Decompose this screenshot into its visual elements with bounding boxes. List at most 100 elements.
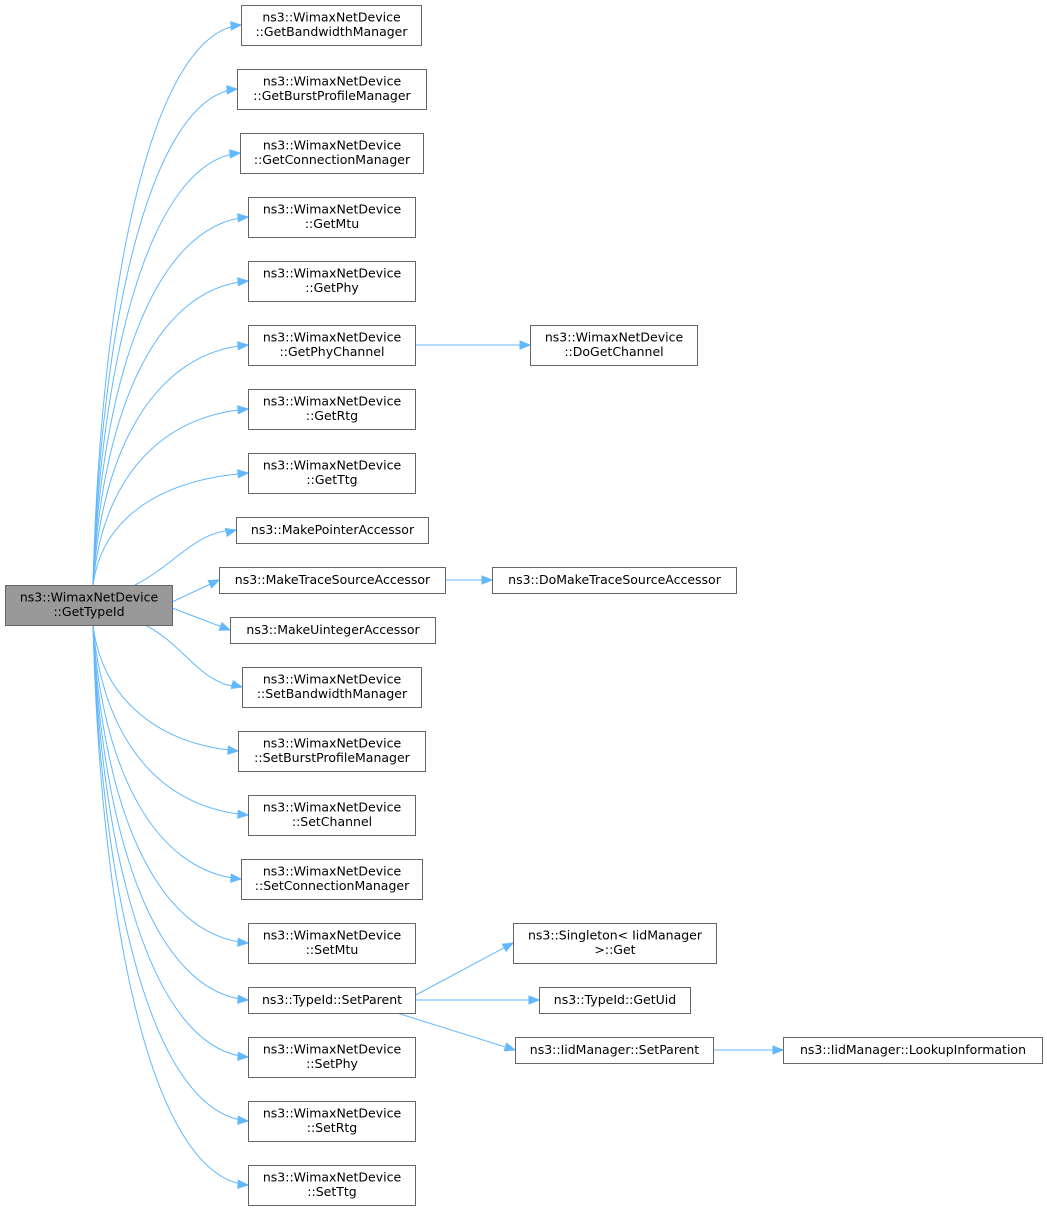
function-node-ns3-wimaxnetdevice-getphy[interactable]: ns3::WimaxNetDevice::GetPhy [248, 261, 416, 302]
function-node-ns3-iidmanager-setparent[interactable]: ns3::IidManager::SetParent [515, 1037, 714, 1064]
function-node-ns3-wimaxnetdevice-getphychannel[interactable]: ns3::WimaxNetDevice::GetPhyChannel [248, 325, 416, 366]
arrow-head [237, 469, 250, 479]
node-label: ns3::Singleton< IidManager [528, 928, 703, 943]
node-label: ::GetTypeId [53, 604, 124, 619]
function-node-ns3-maketracesourceaccessor[interactable]: ns3::MakeTraceSourceAccessor [219, 567, 446, 594]
arrow-head [237, 341, 250, 351]
node-box [238, 731, 426, 772]
node-box [515, 1037, 714, 1064]
edge-root-n15 [92, 624, 243, 883]
edge-root-n10 [171, 579, 221, 603]
node-label: ns3::WimaxNetDevice [263, 1170, 402, 1185]
edge-line [92, 624, 249, 944]
arrow-head [237, 1115, 250, 1125]
arrow-head [481, 575, 494, 585]
node-box [242, 667, 422, 708]
edge-root-n7 [92, 405, 250, 586]
edge-line [92, 152, 241, 586]
node-box [248, 197, 416, 238]
edge-n10-m2 [445, 575, 494, 585]
node-label: ns3::WimaxNetDevice [545, 330, 684, 345]
function-node-ns3-singleton-iidmanager-get[interactable]: ns3::Singleton< IidManager >::Get [513, 923, 717, 964]
arrow-head [218, 621, 232, 631]
node-box [248, 453, 416, 494]
edge-line [92, 88, 238, 586]
function-node-ns3-wimaxnetdevice-getbandwidthmanager[interactable]: ns3::WimaxNetDevice::GetBandwidthManager [241, 5, 422, 46]
function-node-ns3-wimaxnetdevice-setmtu[interactable]: ns3::WimaxNetDevice::SetMtu [248, 923, 416, 964]
node-label: ns3::WimaxNetDevice [263, 800, 402, 815]
function-node-ns3-domaketracesourceaccessor[interactable]: ns3::DoMakeTraceSourceAccessor [492, 567, 737, 594]
arrow-head [503, 1042, 517, 1052]
function-node-ns3-typeid-getuid[interactable]: ns3::TypeId::GetUid [539, 987, 691, 1014]
node-box [241, 5, 422, 46]
node-label: ::SetMtu [306, 942, 359, 957]
edge-line [396, 942, 514, 1006]
edge-root-n12 [144, 624, 244, 690]
node-label: ns3::TypeId::SetParent [262, 992, 402, 1007]
arrow-head [772, 1045, 785, 1055]
arrow-head [227, 745, 240, 755]
root-function-node[interactable]: ns3::WimaxNetDevice::GetTypeId [5, 585, 173, 626]
edge-root-n18 [92, 624, 250, 1061]
arrow-head [501, 942, 515, 953]
function-node-ns3-typeid-setparent[interactable]: ns3::TypeId::SetParent [248, 987, 416, 1014]
arrow-head [237, 1051, 250, 1061]
node-box [248, 1037, 416, 1078]
node-label: ns3::WimaxNetDevice [263, 1106, 402, 1121]
function-node-ns3-wimaxnetdevice-setphy[interactable]: ns3::WimaxNetDevice::SetPhy [248, 1037, 416, 1078]
node-label: ns3::WimaxNetDevice [263, 458, 402, 473]
function-node-ns3-wimaxnetdevice-dogetchannel[interactable]: ns3::WimaxNetDevice::DoGetChannel [530, 325, 698, 366]
function-node-ns3-wimaxnetdevice-getmtu[interactable]: ns3::WimaxNetDevice::GetMtu [248, 197, 416, 238]
edge-root-n4 [92, 213, 250, 586]
node-box [248, 1165, 416, 1206]
function-node-ns3-wimaxnetdevice-setttg[interactable]: ns3::WimaxNetDevice::SetTtg [248, 1165, 416, 1206]
function-node-ns3-wimaxnetdevice-getburstprofilemanager[interactable]: ns3::WimaxNetDevice::GetBurstProfileMana… [237, 69, 427, 110]
node-label: ns3::WimaxNetDevice [263, 394, 402, 409]
function-node-ns3-wimaxnetdevice-getrtg[interactable]: ns3::WimaxNetDevice::GetRtg [248, 389, 416, 430]
node-box [783, 1037, 1043, 1064]
function-node-ns3-wimaxnetdevice-setchannel[interactable]: ns3::WimaxNetDevice::SetChannel [248, 795, 416, 836]
edge-root-n1 [92, 21, 243, 586]
arrow-head [237, 405, 250, 415]
node-box [237, 69, 427, 110]
arrow-head [224, 527, 238, 538]
function-node-ns3-makeuintegeraccessor[interactable]: ns3::MakeUintegerAccessor [230, 617, 436, 644]
node-box [248, 325, 416, 366]
edge-root-n19 [92, 624, 250, 1125]
node-label: ::GetMtu [305, 216, 359, 231]
node-box [248, 389, 416, 430]
node-label: ::SetBurstProfileManager [254, 750, 411, 765]
node-box [230, 617, 436, 644]
node-box [539, 987, 691, 1014]
node-label: ns3::WimaxNetDevice [263, 330, 402, 345]
node-box [240, 133, 424, 174]
edge-n17-m4 [415, 995, 541, 1005]
edge-line [92, 624, 242, 880]
node-label: ::GetPhy [305, 280, 359, 295]
edge-n17-m5 [396, 1012, 517, 1052]
edge-root-n6 [92, 341, 250, 586]
function-node-ns3-wimaxnetdevice-getttg[interactable]: ns3::WimaxNetDevice::GetTtg [248, 453, 416, 494]
function-node-ns3-iidmanager-lookupinformation[interactable]: ns3::IidManager::LookupInformation [783, 1037, 1043, 1064]
node-label: ns3::WimaxNetDevice [263, 928, 402, 943]
arrow-head [237, 213, 250, 223]
node-label: ::DoGetChannel [564, 344, 663, 359]
function-node-ns3-wimaxnetdevice-setburstprofilemanager[interactable]: ns3::WimaxNetDevice::SetBurstProfileMana… [238, 731, 426, 772]
call-edges [92, 21, 785, 1189]
node-box [248, 795, 416, 836]
edge-n17-m3 [396, 942, 515, 1006]
edge-root-n14 [92, 624, 250, 819]
function-node-ns3-wimaxnetdevice-setrtg[interactable]: ns3::WimaxNetDevice::SetRtg [248, 1101, 416, 1142]
function-node-ns3-wimaxnetdevice-getconnectionmanager[interactable]: ns3::WimaxNetDevice::GetConnectionManage… [240, 133, 424, 174]
function-node-ns3-makepointeraccessor[interactable]: ns3::MakePointerAccessor [236, 517, 429, 544]
node-label: ::SetBandwidthManager [257, 686, 408, 701]
node-box [248, 987, 416, 1014]
function-node-ns3-wimaxnetdevice-setconnectionmanager[interactable]: ns3::WimaxNetDevice::SetConnectionManage… [241, 859, 423, 900]
node-box [219, 567, 446, 594]
edge-root-n13 [92, 624, 240, 755]
node-label: ns3::TypeId::GetUid [554, 992, 676, 1007]
arrow-head [519, 340, 532, 350]
edge-root-n9 [134, 527, 238, 586]
function-node-ns3-wimaxnetdevice-setbandwidthmanager[interactable]: ns3::WimaxNetDevice::SetBandwidthManager [242, 667, 422, 708]
